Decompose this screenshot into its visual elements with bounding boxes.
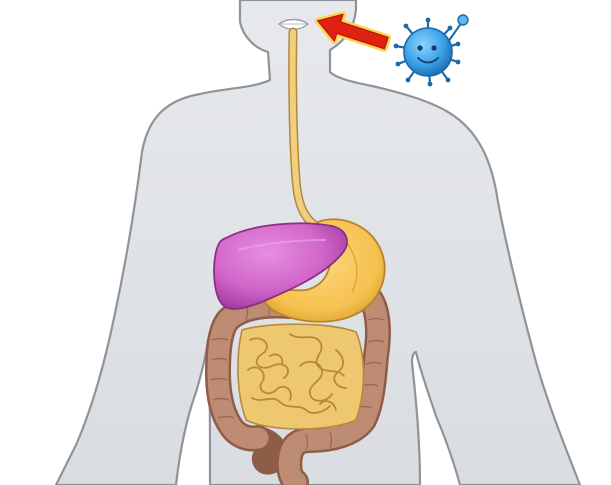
small-intestine-icon [238,324,364,429]
germ-icon [394,15,468,86]
